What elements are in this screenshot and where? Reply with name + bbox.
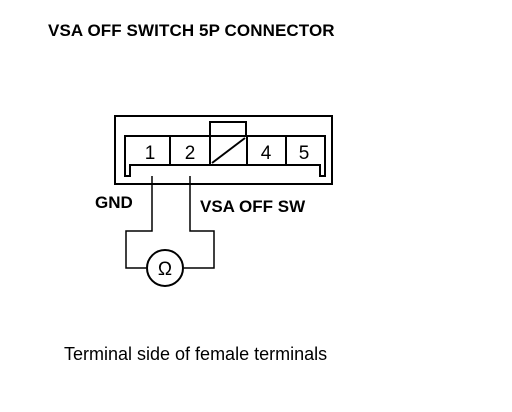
vsa-off-sw-label: VSA OFF SW (200, 197, 306, 216)
ohm-symbol: Ω (158, 259, 172, 280)
pin-number: 2 (185, 143, 196, 164)
locking-tab (209, 121, 247, 137)
diagram-title: VSA OFF SWITCH 5P CONNECTOR (48, 21, 335, 40)
probe-wire-vsa-off-sw (184, 176, 215, 269)
probe-wire-gnd (125, 176, 153, 269)
pin-number: 5 (299, 143, 310, 164)
empty-cavity-slash (211, 137, 246, 164)
pin-number: 4 (261, 143, 272, 164)
pin-number: 1 (145, 143, 156, 164)
connector-housing (114, 115, 333, 185)
connector-body (124, 135, 326, 177)
ohmmeter-icon: Ω (146, 249, 184, 287)
diagram-caption: Terminal side of female terminals (64, 344, 328, 364)
gnd-label: GND (95, 193, 133, 212)
